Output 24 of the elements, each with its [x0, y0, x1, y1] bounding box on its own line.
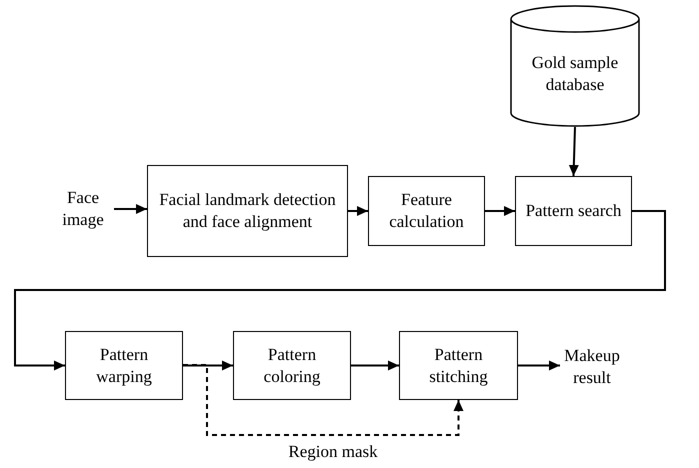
arrow [114, 204, 147, 214]
arrow [568, 126, 579, 176]
arrow [183, 360, 233, 370]
process-box [399, 331, 518, 400]
arrow [14, 210, 666, 370]
process-box [368, 176, 485, 246]
node-text: Pattern stitching [428, 344, 489, 388]
process-box [515, 176, 632, 246]
arrow [348, 206, 368, 216]
node-text: Pattern warping [95, 344, 153, 388]
dashed-arrow [183, 364, 464, 436]
process-box [233, 331, 351, 400]
node-text: Feature calculation [388, 189, 465, 233]
node-text: Gold sample database [530, 52, 620, 96]
arrow [351, 360, 399, 370]
node-text: Makeup result [563, 345, 621, 389]
node-text: Face image [61, 187, 105, 231]
process-box [147, 165, 348, 257]
arrow [485, 206, 515, 216]
node-text: Pattern search [526, 200, 622, 222]
node-text: Pattern coloring [262, 344, 322, 388]
arrow [518, 360, 560, 370]
node-text: Facial landmark detection and face alignment [158, 189, 337, 233]
process-box [65, 331, 183, 400]
